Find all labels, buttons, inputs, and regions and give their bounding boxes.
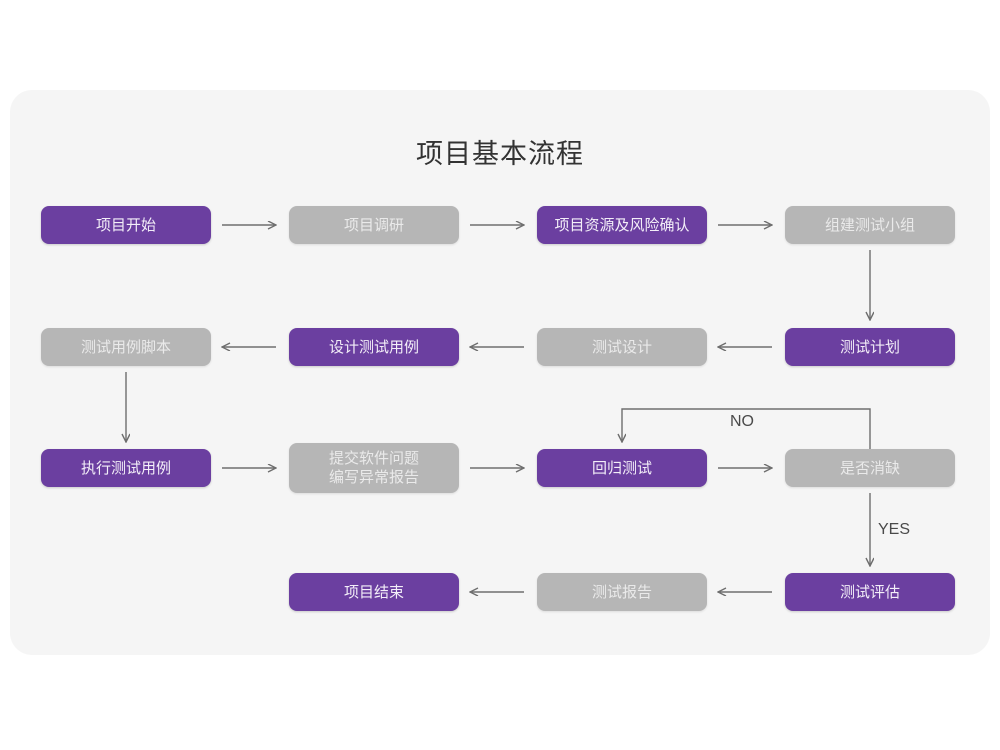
node-regression-test[interactable]: 回归测试 (537, 449, 707, 487)
node-test-design[interactable]: 测试设计 (537, 328, 707, 366)
node-label: 项目开始 (95, 216, 156, 234)
node-label: 测试评估 (839, 583, 900, 601)
node-label: 设计测试用例 (328, 338, 419, 356)
node-submit-defect-report[interactable]: 提交软件问题 编写异常报告 (289, 443, 459, 493)
node-label: 组建测试小组 (824, 216, 915, 234)
node-form-test-team[interactable]: 组建测试小组 (785, 206, 955, 244)
node-test-case-script[interactable]: 测试用例脚本 (41, 328, 211, 366)
node-label: 执行测试用例 (80, 459, 171, 477)
node-label: 回归测试 (591, 459, 652, 477)
node-label: 测试报告 (591, 583, 652, 601)
node-test-plan[interactable]: 测试计划 (785, 328, 955, 366)
node-label: 项目结束 (343, 583, 404, 601)
node-test-report[interactable]: 测试报告 (537, 573, 707, 611)
node-defect-resolved-decision[interactable]: 是否消缺 (785, 449, 955, 487)
node-label: 测试用例脚本 (80, 338, 171, 356)
node-label: 测试设计 (591, 338, 652, 356)
node-label: 项目资源及风险确认 (554, 216, 690, 234)
node-execute-test-case[interactable]: 执行测试用例 (41, 449, 211, 487)
edge-label-no: NO (730, 413, 754, 430)
node-label: 测试计划 (839, 338, 900, 356)
node-label: 是否消缺 (839, 459, 900, 477)
node-label: 项目调研 (343, 216, 404, 234)
diagram-panel (10, 90, 990, 655)
node-project-research[interactable]: 项目调研 (289, 206, 459, 244)
node-project-start[interactable]: 项目开始 (41, 206, 211, 244)
page-title: 项目基本流程 (416, 139, 584, 169)
node-design-test-case[interactable]: 设计测试用例 (289, 328, 459, 366)
node-resource-risk-confirm[interactable]: 项目资源及风险确认 (537, 206, 707, 244)
edge-label-yes: YES (878, 521, 911, 538)
node-project-end[interactable]: 项目结束 (289, 573, 459, 611)
node-label: 提交软件问题 编写异常报告 (328, 450, 419, 486)
node-test-evaluation[interactable]: 测试评估 (785, 573, 955, 611)
